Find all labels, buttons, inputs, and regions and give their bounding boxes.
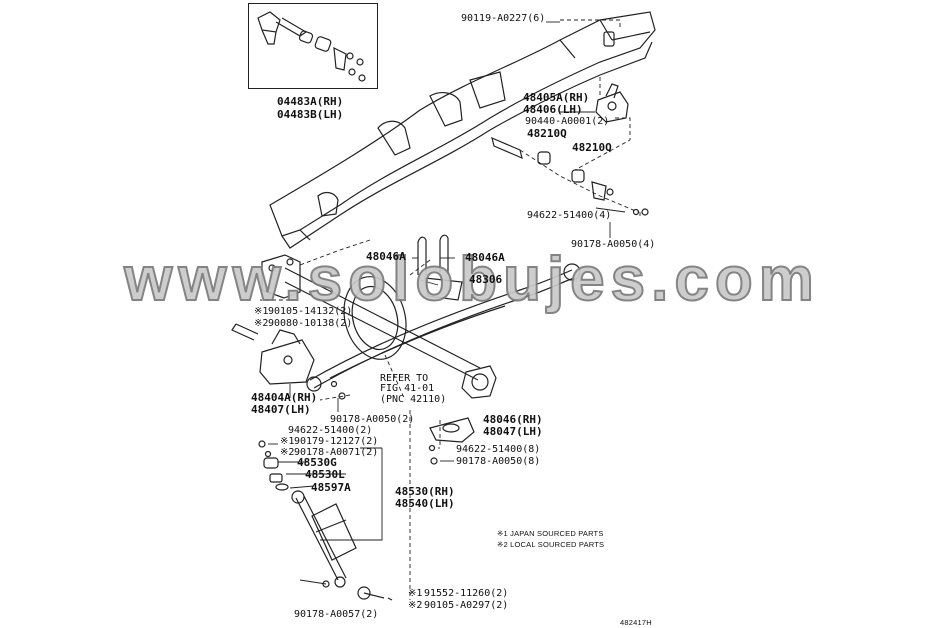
mark-local-3: ※2 [408, 600, 423, 611]
label-90105-a0297: 90105-A0297(2) [424, 600, 509, 611]
shock-absorber [295, 497, 339, 581]
label-94622-51400-8: 94622-51400(8) [456, 444, 541, 455]
note-japan-sourced: ※1 JAPAN SOURCED PARTS [497, 529, 604, 538]
mark-local-2: ※2 [280, 447, 295, 458]
label-90440-a0001: 90440-A0001(2) [525, 116, 610, 127]
label-48405a: 48405A(RH) [523, 91, 590, 104]
label-48046-rh: 48046(RH) [483, 413, 543, 426]
refer-line-3: (PNC 42110) [380, 394, 447, 405]
label-90080-10138: 90080-10138(2) [268, 318, 353, 329]
refer-line-2: FIG 41-01 [380, 383, 435, 394]
label-48404a: 48404A(RH) [251, 391, 318, 404]
label-48407: 48407(LH) [251, 403, 311, 416]
figure-number: 482417H [620, 618, 652, 627]
note-local-sourced: ※2 LOCAL SOURCED PARTS [497, 540, 605, 549]
mark-japan-2: ※1 [280, 436, 295, 447]
axle-housing [284, 267, 481, 369]
mark-japan-3: ※1 [408, 588, 423, 599]
label-48530l: 48530L [305, 468, 345, 481]
label-90178-a0057: 90178-A0057(2) [294, 609, 379, 620]
label-91552-11260: 91552-11260(2) [424, 588, 509, 599]
label-48306: 48306 [469, 273, 503, 286]
label-48046a-left: 48046A [366, 250, 406, 263]
label-90119-a0227: 90119-A0227(6) [461, 13, 546, 24]
label-90105-14132: 90105-14132(2) [268, 306, 353, 317]
label-48046a-right: 48046A [465, 251, 505, 264]
label-48530g: 48530G [297, 456, 337, 469]
label-94622-51400-2: 94622-51400(2) [288, 425, 373, 436]
label-04483b: 04483B(LH) [277, 108, 344, 121]
refer-line-1: REFER TO [380, 373, 429, 384]
frame-rail [269, 11, 656, 237]
leaf-spring [309, 269, 573, 381]
watermark: www.solobujes.com [123, 244, 820, 315]
label-90179-12127: 90179-12127(2) [294, 436, 379, 447]
label-48597a: 48597A [311, 481, 351, 494]
label-04483a: 04483A(RH) [277, 95, 344, 108]
label-48210q-1: 48210Q [527, 127, 567, 140]
label-94622-51400-4: 94622-51400(4) [527, 210, 612, 221]
label-90178-a0050-2: 90178-A0050(2) [330, 414, 415, 425]
label-90178-a0071: 90178-A0071(2) [294, 447, 379, 458]
label-48047-lh: 48047(LH) [483, 425, 543, 438]
mark-local-1: ※2 [254, 318, 269, 329]
label-48406: 48406(LH) [523, 103, 583, 116]
label-48210q-2: 48210Q [572, 141, 612, 154]
label-48530-rh: 48530(RH) [395, 485, 455, 498]
label-90178-a0050-4: 90178-A0050(4) [571, 239, 656, 250]
label-48540-lh: 48540(LH) [395, 497, 455, 510]
label-90178-a0050-8: 90178-A0050(8) [456, 456, 541, 467]
inset-box [248, 3, 378, 89]
mark-japan-1: ※1 [254, 306, 269, 317]
